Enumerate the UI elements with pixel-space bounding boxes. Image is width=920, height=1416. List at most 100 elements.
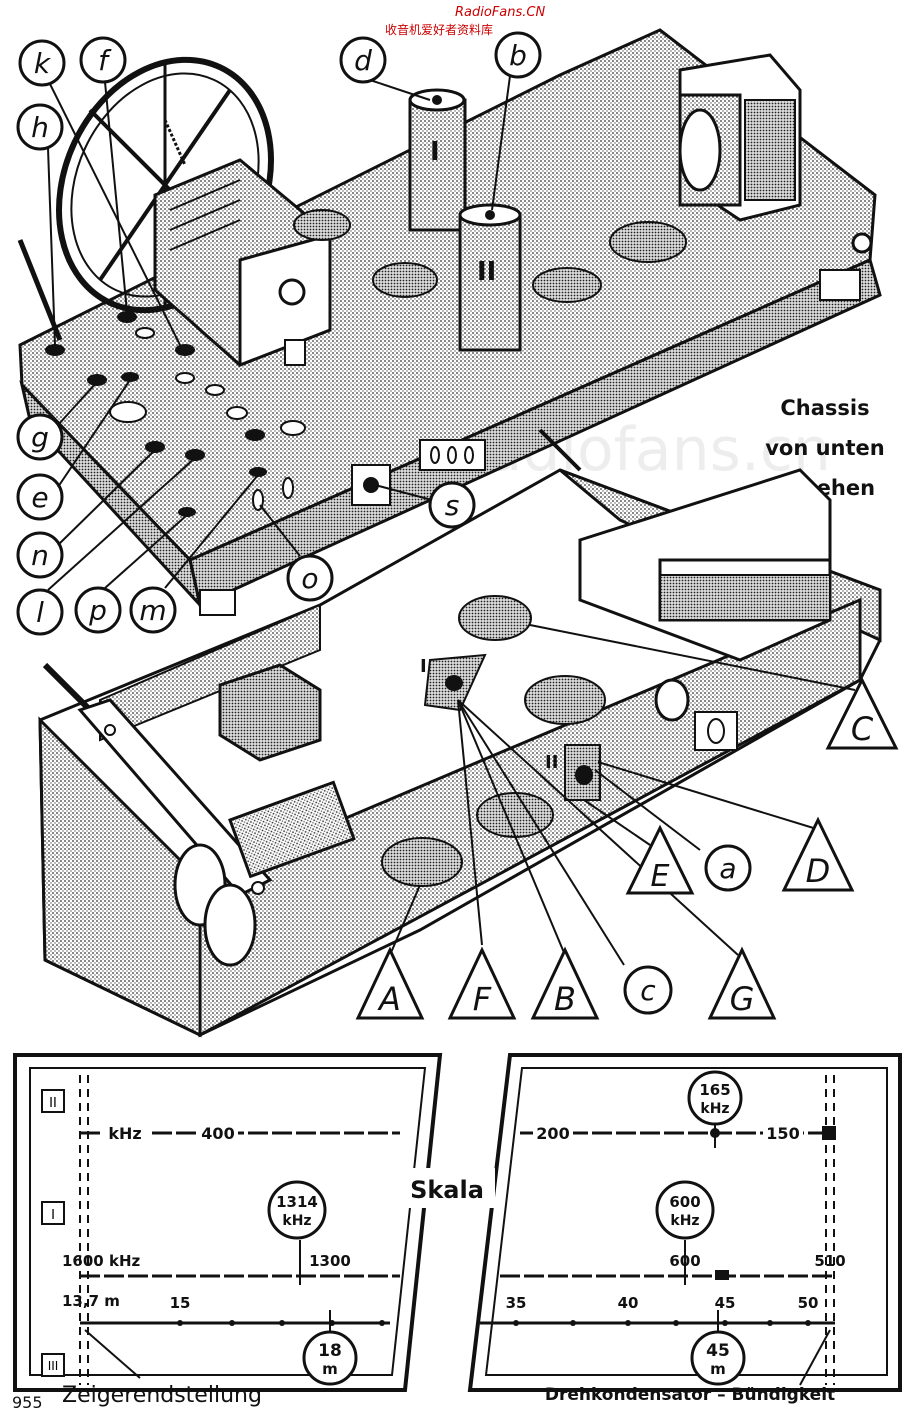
svg-text:m: m	[322, 1360, 338, 1378]
svg-text:kHz: kHz	[282, 1213, 311, 1229]
label-C: C	[825, 676, 899, 750]
svg-text:e: e	[31, 481, 48, 514]
mw-marker-600: 600 kHz	[655, 1180, 715, 1240]
tube-2: II	[458, 203, 522, 352]
socket-bottom-A	[381, 837, 463, 887]
svg-text:I: I	[51, 1208, 55, 1223]
svg-text:F: F	[473, 980, 492, 1018]
svg-text:B: B	[554, 980, 576, 1018]
watermark-site: RadioFans.CN	[455, 5, 545, 20]
lw-tick-200: 200	[536, 1124, 569, 1143]
label-b: b	[494, 31, 542, 79]
band-label-bottom: III	[41, 1353, 65, 1377]
top-chassis: I II	[17, 28, 882, 616]
lw-tick-150: 150	[766, 1124, 799, 1143]
band-label-middle: I	[41, 1201, 65, 1225]
socket-bottom-C	[458, 595, 532, 641]
leader-lines-top	[47, 75, 511, 591]
socket-top-3	[532, 267, 602, 303]
watermark-subtitle: 收音机爱好者资料库	[385, 22, 493, 37]
sw-tick-50: 50	[798, 1294, 819, 1312]
socket-II-label: II	[545, 752, 558, 773]
svg-text:a: a	[719, 852, 736, 885]
svg-text:m: m	[139, 594, 166, 627]
sw-tick-45: 45	[715, 1294, 736, 1312]
scale-left-frame	[13, 1053, 443, 1392]
svg-text:C: C	[851, 710, 874, 748]
svg-text:l: l	[36, 596, 44, 629]
svg-text:k: k	[34, 47, 52, 80]
mw-tick-1300: 1300	[309, 1252, 351, 1270]
sw-tick-40: 40	[618, 1294, 639, 1312]
svg-text:165: 165	[699, 1081, 730, 1099]
svg-text:G: G	[730, 980, 755, 1018]
label-d: d	[339, 36, 387, 84]
svg-text:p: p	[88, 594, 107, 627]
svg-text:b: b	[509, 39, 527, 72]
label-g: g	[16, 413, 64, 461]
svg-text:D: D	[806, 852, 831, 890]
tube-1-label: I	[430, 137, 440, 167]
svg-text:o: o	[301, 562, 318, 595]
label-e: e	[16, 473, 64, 521]
leader-lines-bottom	[389, 624, 856, 966]
lw-tick-400: 400	[201, 1124, 234, 1143]
tube-2-label: II	[477, 257, 496, 287]
svg-text:kHz: kHz	[670, 1213, 699, 1229]
svg-text:II: II	[49, 1096, 57, 1111]
chassis-foot-left	[199, 589, 236, 616]
svg-text:E: E	[651, 859, 670, 894]
svg-text:m: m	[710, 1360, 726, 1378]
label-G: G	[707, 946, 777, 1020]
sw-tick-15: 15	[170, 1294, 191, 1312]
chassis-note: Chassis von unten gesehen	[765, 396, 885, 500]
label-m: m	[129, 586, 177, 634]
label-B: B	[530, 946, 600, 1020]
power-transformer	[678, 53, 802, 222]
band-label-top: II	[41, 1089, 65, 1113]
svg-text:600: 600	[669, 1193, 700, 1211]
sw-start: 13,7 m	[62, 1292, 120, 1310]
svg-text:kHz: kHz	[700, 1101, 729, 1117]
sw-tick-35: 35	[506, 1294, 527, 1312]
bottom-chassis: I II	[38, 428, 882, 1038]
svg-text:III: III	[48, 1359, 59, 1373]
svg-text:g: g	[31, 421, 49, 454]
sw-marker-18: 18 m	[302, 1330, 358, 1386]
mw-start: 1600 kHz	[62, 1252, 140, 1270]
socket-I-label: I	[420, 656, 427, 677]
svg-text:A: A	[377, 980, 401, 1018]
triangle-labels: A F B c G C E a D	[355, 676, 899, 1020]
svg-text:n: n	[31, 539, 49, 572]
mw-tick-510: 510	[814, 1252, 845, 1270]
svg-text:d: d	[354, 44, 372, 77]
dial-scale: II I III kHz 400 200 150 165 kHz Skala 1…	[12, 1053, 902, 1412]
mw-marker-1314: 1314 kHz	[267, 1180, 327, 1240]
label-c: c	[623, 965, 673, 1015]
svg-text:45: 45	[706, 1341, 730, 1361]
circle-labels-top: k f h d b g e n l p m o s	[16, 31, 542, 636]
svg-text:h: h	[31, 111, 49, 144]
chassis-foot	[819, 269, 861, 301]
svg-text:18: 18	[318, 1341, 342, 1361]
socket-top-1	[293, 209, 351, 241]
chassis-holes	[45, 311, 306, 517]
label-n: n	[16, 531, 64, 579]
svg-text:Chassis: Chassis	[780, 396, 869, 420]
svg-text:c: c	[640, 974, 656, 1007]
caption-left: Zeigerendstellung	[62, 1383, 262, 1408]
label-h: h	[16, 103, 64, 151]
socket-top-2	[372, 262, 438, 298]
label-F: F	[447, 946, 517, 1020]
socket-bottom-mid	[524, 675, 606, 725]
label-p: p	[74, 586, 122, 634]
label-f: f	[79, 36, 127, 84]
label-k: k	[18, 39, 66, 87]
lw-marker-165: 165 kHz	[687, 1070, 743, 1126]
label-a: a	[704, 844, 752, 892]
socket-bottom-B	[476, 792, 554, 838]
caption-right: Drehkondensator – Bündigkeit	[545, 1385, 835, 1405]
scale-right-frame	[467, 1053, 902, 1392]
tube-1: I	[408, 88, 467, 232]
